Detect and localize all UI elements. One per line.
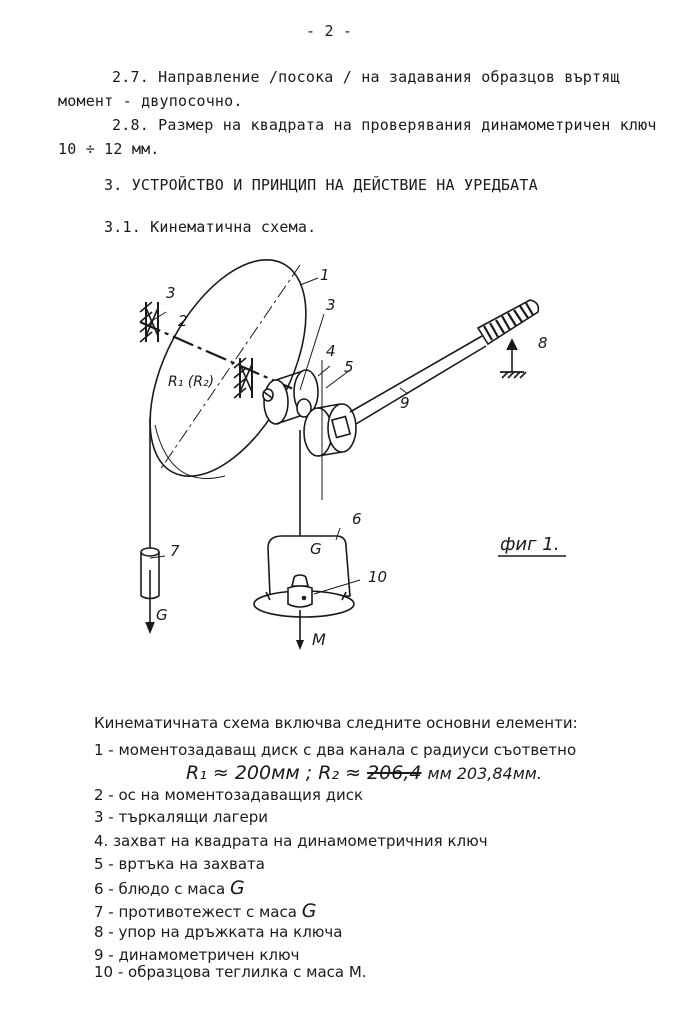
list-item-text: 7 - противотежест с маса [94, 903, 297, 921]
kinematic-diagram [139, 259, 566, 650]
reference-weight [287, 574, 313, 608]
list-item: 3 - търкалящи лагери [94, 808, 269, 826]
label-g-counterweight: G [156, 606, 168, 624]
page-number: - 2 - [306, 22, 353, 40]
handwritten-radii: R₁ ≈ 200мм ; R₂ ≈ 206,4 мм 203,84мм. [186, 762, 542, 784]
grip [263, 369, 319, 425]
spec-2-8-line1: 2.8. Размер на квадрата на проверявания … [112, 116, 657, 134]
list-item: 1 - моментозадаващ диск с два канала с р… [94, 741, 577, 759]
elements-intro: Кинематичната схема включва следните осн… [94, 714, 578, 732]
list-item: 4. захват на квадрата на динамометричния… [94, 832, 488, 850]
subsection-heading: 3.1. Кинематична схема. [104, 218, 317, 236]
label-6: 6 [352, 510, 362, 528]
label-3-right: 3 [326, 296, 336, 314]
disc-groove [154, 424, 226, 479]
list-item: 5 - вртъка на захвата [94, 855, 265, 873]
handwritten-g-7: G [301, 900, 317, 922]
spec-2-7-line1: 2.7. Направление /посока / на задавания … [112, 68, 620, 86]
label-8: 8 [538, 334, 548, 352]
label-10: 10 [368, 568, 388, 586]
bearing-right [233, 357, 253, 399]
wrench-socket [303, 403, 357, 457]
label-radius: R₁ (R₂) [168, 374, 215, 390]
label-2: 2 [178, 312, 188, 330]
disc-diameter [159, 264, 301, 471]
radii-struck-value: 206,4 [367, 762, 422, 784]
list-item: 2 - ос на моментозадаващия диск [94, 786, 364, 804]
list-item: 9 - динамометричен ключ [94, 946, 300, 964]
grip-screw [262, 388, 274, 402]
label-m: M [312, 630, 326, 649]
label-5: 5 [344, 358, 354, 376]
label-g-plate: G [310, 540, 322, 558]
wrench-handle [476, 299, 540, 346]
list-item-7: 7 - противотежест с маса G [94, 900, 316, 922]
section-heading: 3. УСТРОЙСТВО И ПРИНЦИП НА ДЕЙСТВИЕ НА У… [104, 176, 538, 194]
radii-values: R₁ ≈ 200мм ; R₂ ≈ [186, 762, 362, 784]
list-item-6: 6 - блюдо с маса G [94, 877, 245, 899]
label-4: 4 [326, 342, 336, 360]
radii-corrected: мм 203,84мм. [427, 764, 542, 783]
spec-2-7-line2: момент - двупосочно. [58, 92, 243, 110]
spec-2-8-line2: 10 ÷ 12 мм. [58, 140, 160, 158]
bearing-left [139, 301, 159, 343]
label-3-left: 3 [166, 284, 176, 302]
list-item: 10 - образцова теглилка с маса М. [94, 963, 367, 981]
list-item-text: 6 - блюдо с маса [94, 880, 226, 898]
handle-stop [500, 338, 527, 379]
label-1: 1 [320, 266, 330, 284]
label-7: 7 [170, 542, 180, 560]
counterweight [140, 547, 160, 635]
list-item: 8 - упор на дръжката на ключа [94, 923, 343, 941]
wrench-shaft [349, 335, 487, 425]
label-9: 9 [400, 394, 410, 412]
figure-caption: фиг 1. [500, 534, 560, 555]
handwritten-g-6: G [230, 877, 245, 899]
